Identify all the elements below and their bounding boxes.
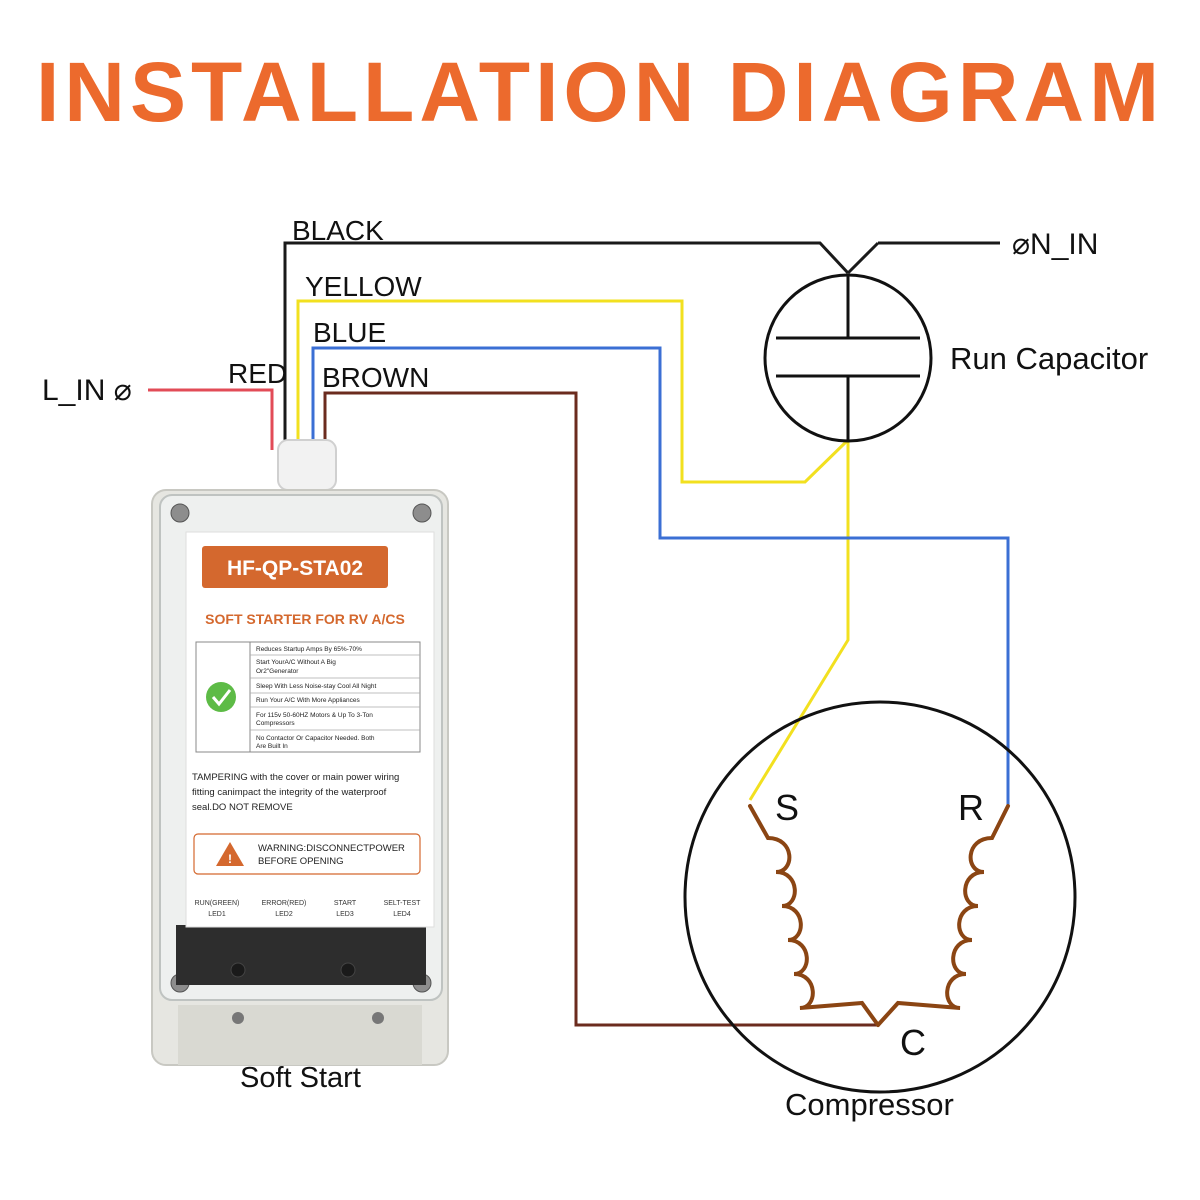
led-label: START bbox=[334, 900, 357, 907]
r-winding-coil bbox=[876, 804, 1010, 1027]
feature-text: Are Built In bbox=[256, 743, 288, 750]
warning-text: BEFORE OPENING bbox=[258, 856, 344, 867]
l-in-label: L_IN ⌀ bbox=[42, 374, 132, 407]
yellow-wire-to-s bbox=[748, 440, 850, 801]
warning-icon bbox=[216, 842, 244, 866]
led-id: LED4 bbox=[393, 911, 411, 918]
red-wire-label: RED bbox=[228, 358, 287, 389]
feature-text: Compressors bbox=[256, 720, 295, 727]
led-id: LED1 bbox=[208, 911, 226, 918]
feature-text: Or2"Generator bbox=[256, 668, 299, 675]
feature-text: Start YourA/C Without A Big bbox=[256, 659, 336, 666]
feature-text: No Contactor Or Capacitor Needed. Both bbox=[256, 735, 375, 742]
yellow-wire-label: YELLOW bbox=[305, 271, 422, 302]
brown-wire bbox=[323, 391, 878, 1027]
screw-icon bbox=[170, 503, 190, 523]
model-banner bbox=[202, 546, 388, 588]
compressor-terminal-r: R bbox=[958, 787, 984, 828]
warning-box bbox=[193, 833, 421, 875]
red-wire bbox=[148, 388, 274, 450]
compressor-label: Compressor bbox=[785, 1087, 954, 1122]
led-id: LED3 bbox=[336, 911, 354, 918]
model-number: HF-QP-STA02 bbox=[227, 557, 363, 580]
led-id: LED2 bbox=[275, 911, 293, 918]
led-label: ERROR(RED) bbox=[262, 900, 307, 907]
compressor-symbol bbox=[683, 700, 1077, 1094]
s-winding-coil bbox=[748, 804, 880, 1027]
run-capacitor-symbol bbox=[763, 273, 933, 443]
run-capacitor-label: Run Capacitor bbox=[950, 341, 1148, 376]
n-in-wire bbox=[846, 241, 880, 275]
enclosure-base bbox=[178, 1005, 422, 1065]
tamper-text: TAMPERING with the cover or main power w… bbox=[192, 772, 399, 783]
feature-text: Reduces Startup Amps By 65%-70% bbox=[256, 646, 362, 653]
blue-wire bbox=[311, 346, 1010, 805]
circuit-board bbox=[176, 925, 426, 985]
n-in-label: ⌀N_IN bbox=[1012, 228, 1098, 261]
compressor-terminal-c: C bbox=[900, 1022, 926, 1063]
cable-gland bbox=[277, 439, 337, 491]
screw-icon bbox=[412, 503, 432, 523]
yellow-wire bbox=[296, 299, 850, 484]
feature-text: Sleep With Less Noise-stay Cool All Nigh… bbox=[256, 683, 376, 690]
mount-hole bbox=[372, 1012, 384, 1024]
mount-hole bbox=[232, 1012, 244, 1024]
features-table bbox=[195, 641, 421, 753]
soft-start-device: HF-QP-STA02 SOFT STARTER FOR RV A/CS Red… bbox=[151, 439, 449, 1066]
compressor-terminal-s: S bbox=[775, 787, 799, 828]
black-wire bbox=[283, 241, 850, 450]
soft-start-caption: Soft Start bbox=[240, 1062, 361, 1094]
warning-text: WARNING:DISCONNECTPOWER bbox=[258, 843, 405, 854]
black-wire-label: BLACK bbox=[292, 215, 384, 246]
svg-text:!: ! bbox=[228, 852, 232, 866]
checkmark-icon bbox=[206, 682, 236, 712]
led-label: SELT-TEST bbox=[384, 900, 422, 907]
led-label: RUN(GREEN) bbox=[195, 900, 240, 907]
feature-text: Run Your A/C With More Appliances bbox=[256, 697, 360, 704]
tamper-text: seal.DO NOT REMOVE bbox=[192, 802, 293, 813]
tamper-text: fitting canimpact the integrity of the w… bbox=[192, 787, 387, 798]
blue-wire-label: BLUE bbox=[313, 317, 386, 348]
device-subtitle: SOFT STARTER FOR RV A/CS bbox=[205, 611, 405, 627]
feature-text: For 115v 50-60HZ Motors & Up To 3-Ton bbox=[256, 712, 373, 719]
diagram-title: INSTALLATION DIAGRAM bbox=[35, 45, 1165, 139]
brown-wire-label: BROWN bbox=[322, 362, 429, 393]
